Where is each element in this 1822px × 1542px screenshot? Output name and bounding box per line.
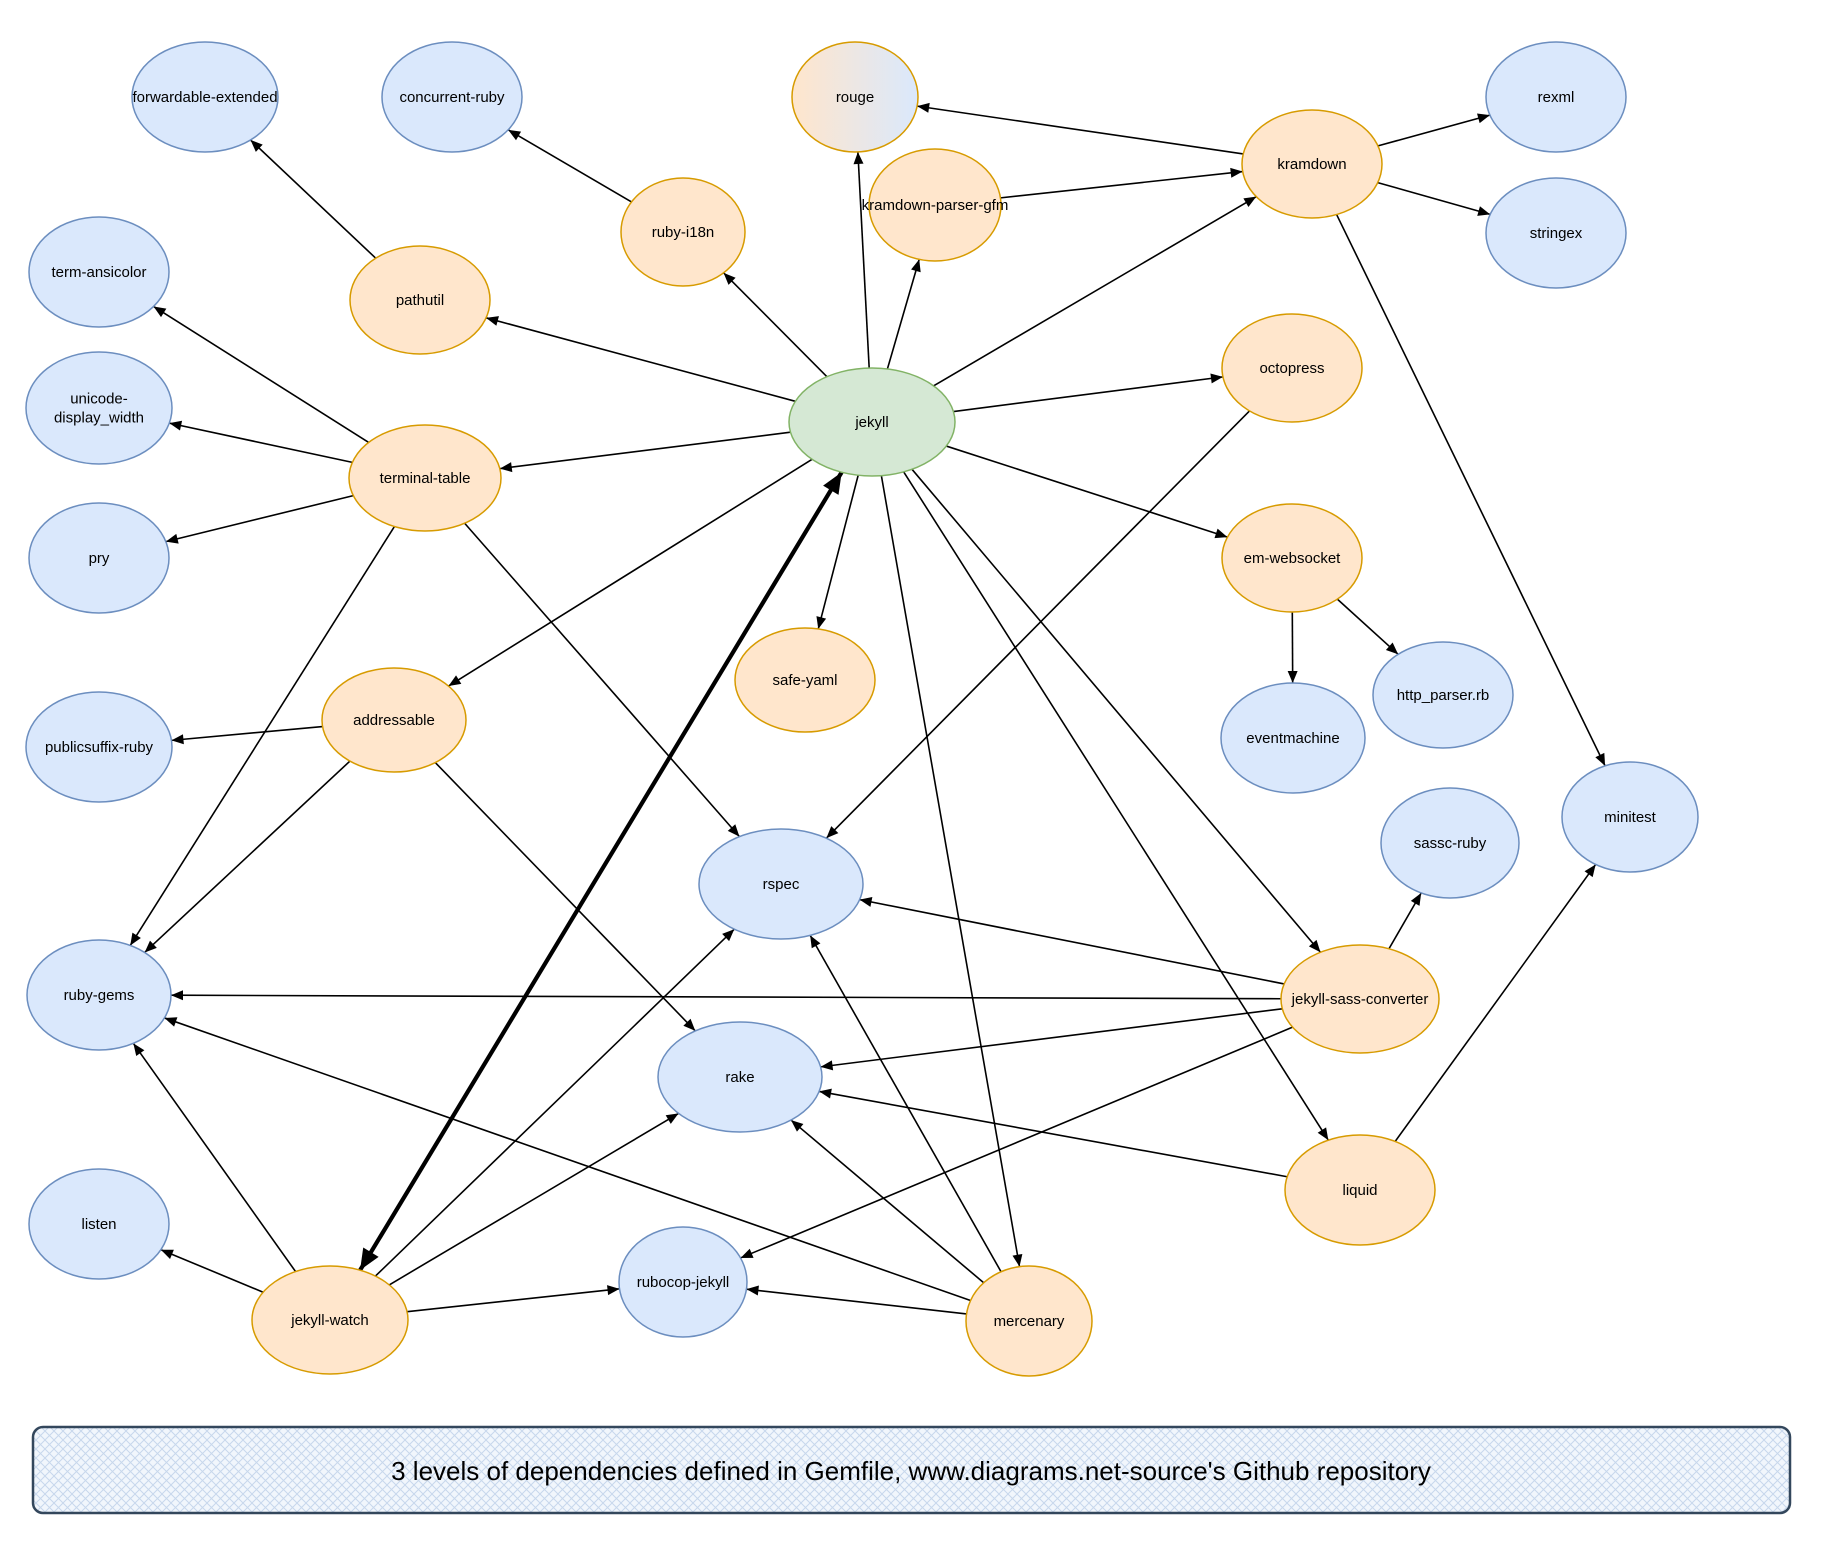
edge-jekyll-pathutil: [485, 316, 796, 403]
edge-jekyll-watch-rake: [388, 1112, 679, 1286]
node-jekyll-watch[interactable]: jekyll-watch: [251, 1265, 409, 1375]
node-publicsuffix-ruby[interactable]: publicsuffix-ruby: [25, 691, 173, 803]
edge-jekyll-watch-ruby-gems: [132, 1042, 297, 1273]
node-jekyll-sass-converter[interactable]: jekyll-sass-converter: [1280, 944, 1440, 1054]
edge-jekyll-sass-converter-sassc-ruby: [1388, 892, 1422, 950]
node-terminal-table[interactable]: terminal-table: [348, 424, 502, 532]
edge-kramdown-stringex: [1377, 181, 1491, 216]
edges-layer: [129, 102, 1606, 1315]
edge-mercenary-ruby-gems: [164, 1017, 971, 1302]
edge-jekyll-sass-converter-rubocop-jekyll: [740, 1026, 1293, 1259]
edge-kramdown-minitest: [1335, 214, 1606, 767]
node-concurrent-ruby[interactable]: concurrent-ruby: [381, 41, 523, 153]
edge-addressable-publicsuffix-ruby: [171, 725, 323, 745]
edge-mercenary-rubocop-jekyll: [746, 1285, 967, 1315]
edge-jekyll-watch-listen: [160, 1248, 264, 1293]
node-liquid[interactable]: liquid: [1284, 1134, 1436, 1246]
edge-jekyll-octopress: [953, 373, 1224, 413]
node-mercenary[interactable]: mercenary: [965, 1265, 1093, 1377]
node-eventmachine[interactable]: eventmachine: [1220, 682, 1366, 794]
node-minitest[interactable]: minitest: [1561, 761, 1699, 873]
node-rubocop-jekyll[interactable]: rubocop-jekyll: [618, 1226, 748, 1338]
edge-terminal-table-ruby-gems: [129, 526, 396, 946]
edge-kramdown-rexml: [1377, 113, 1491, 147]
node-jekyll[interactable]: jekyll: [788, 367, 956, 477]
edge-jekyll-sass-converter-ruby-gems: [170, 990, 1282, 1001]
edge-jekyll-liquid: [903, 471, 1329, 1141]
edge-jekyll-sass-converter-rspec: [859, 897, 1285, 985]
edge-jekyll-jekyll-sass-converter: [911, 468, 1322, 953]
caption[interactable]: 3 levels of dependencies defined in Gemf…: [31, 1425, 1792, 1515]
node-ruby-gems[interactable]: ruby-gems: [26, 939, 172, 1051]
node-rspec[interactable]: rspec: [698, 828, 864, 940]
edge-jekyll-watch-rspec: [374, 928, 735, 1277]
node-rake[interactable]: rake: [657, 1021, 823, 1133]
edge-liquid-rake: [818, 1088, 1288, 1178]
edge-jekyll-mercenary: [880, 475, 1023, 1267]
edge-mercenary-rake: [790, 1119, 985, 1284]
edge-addressable-ruby-gems: [144, 760, 351, 954]
node-term-ansicolor[interactable]: term-ansicolor: [28, 216, 170, 328]
edge-mercenary-rspec: [809, 935, 1002, 1273]
node-octopress[interactable]: octopress: [1221, 313, 1363, 423]
node-stringex[interactable]: stringex: [1485, 177, 1627, 289]
edge-jekyll-kramdown: [933, 195, 1257, 387]
edge-ruby-i18n-concurrent-ruby: [507, 129, 632, 203]
edge-jekyll-terminal-table: [499, 431, 791, 473]
node-unicode-display_width[interactable]: unicode-display_width: [25, 351, 173, 465]
edge-pathutil-forwardable-extended: [249, 139, 377, 259]
node-rexml[interactable]: rexml: [1485, 41, 1627, 153]
edge-jekyll-rouge: [853, 151, 870, 369]
edge-jekyll-watch-jekyll: [358, 471, 844, 1272]
node-forwardable-extended[interactable]: forwardable-extended: [131, 41, 279, 153]
node-listen[interactable]: listen: [28, 1168, 170, 1280]
node-http_parser.rb[interactable]: http_parser.rb: [1372, 641, 1514, 749]
node-pathutil[interactable]: pathutil: [349, 245, 491, 355]
node-rouge[interactable]: rouge: [791, 41, 919, 153]
edge-jekyll-kramdown-parser-gfm: [886, 259, 921, 370]
node-kramdown[interactable]: kramdown: [1241, 109, 1383, 219]
edge-liquid-minitest: [1394, 863, 1597, 1142]
edge-addressable-rake: [434, 762, 696, 1032]
caption-box: [31, 1425, 1792, 1515]
node-ruby-i18n[interactable]: ruby-i18n: [620, 177, 746, 287]
node-sassc-ruby[interactable]: sassc-ruby: [1380, 787, 1520, 899]
node-pry[interactable]: pry: [28, 502, 170, 614]
node-safe-yaml[interactable]: safe-yaml: [734, 627, 876, 733]
edge-terminal-table-rspec: [464, 522, 741, 838]
edge-terminal-table-term-ansicolor: [153, 305, 370, 444]
caption-text: 3 levels of dependencies defined in Gemf…: [391, 1456, 1431, 1486]
edge-jekyll-sass-converter-rake: [820, 1007, 1283, 1071]
edge-octopress-rspec: [825, 410, 1251, 839]
edge-kramdown-rouge: [917, 102, 1244, 155]
node-addressable[interactable]: addressable: [321, 667, 467, 773]
edge-em-websocket-http_parser.rb: [1336, 598, 1399, 655]
edge-jekyll-em-websocket: [946, 445, 1228, 539]
node-kramdown-parser-gfm[interactable]: kramdown-parser-gfm: [862, 148, 1009, 262]
edge-jekyll-ruby-i18n: [723, 272, 828, 378]
edge-jekyll-watch-rubocop-jekyll: [406, 1285, 620, 1313]
edge-terminal-table-pry: [165, 494, 354, 544]
edge-kramdown-parser-gfm-kramdown: [1000, 167, 1243, 199]
node-em-websocket[interactable]: em-websocket: [1221, 503, 1363, 613]
edge-terminal-table-unicode-display_width: [169, 420, 353, 464]
